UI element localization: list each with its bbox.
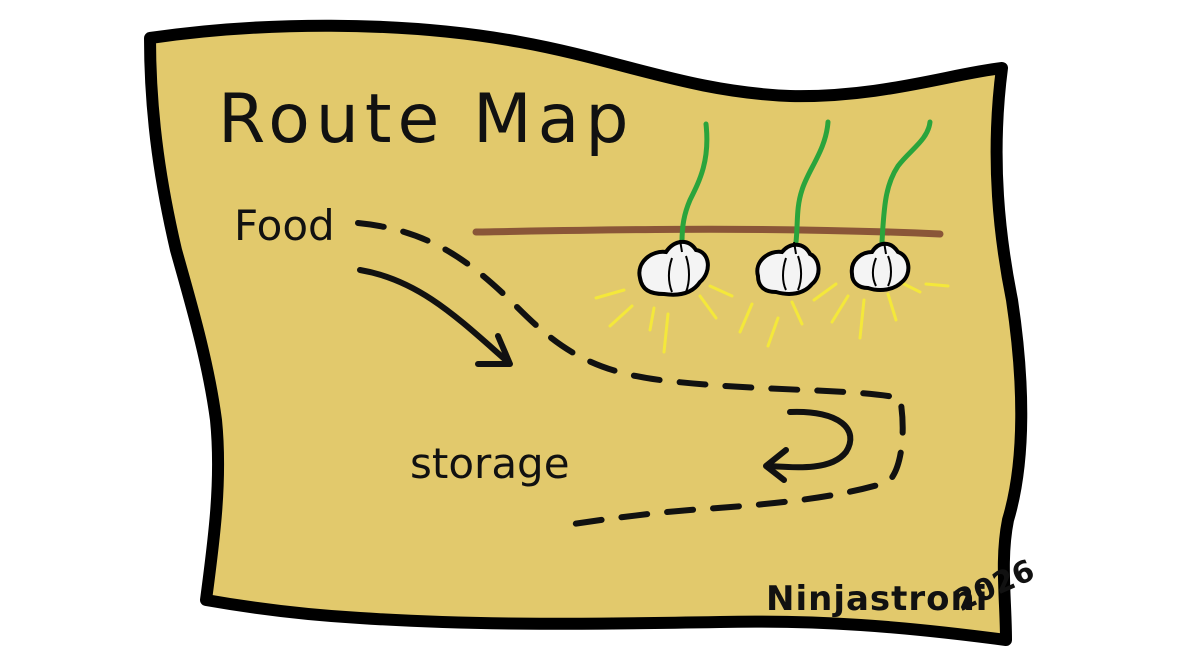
food-label: Food [234, 201, 335, 250]
plant-bulb-2 [755, 241, 821, 296]
glow-rays [594, 282, 950, 354]
dashed-route [355, 220, 906, 529]
map-title: Route Map [218, 80, 635, 159]
plant-stem-2 [793, 119, 831, 245]
plant-stem-3 [879, 119, 933, 245]
plant-bulb-3 [849, 241, 911, 292]
plants [594, 119, 950, 354]
route-arrow-2-head [763, 447, 789, 483]
plant-bulb-1 [637, 239, 710, 297]
storage-label: storage [410, 439, 570, 488]
map-paper [144, 19, 1028, 646]
route-arrow-2 [767, 408, 854, 471]
route-arrow-1 [357, 267, 511, 365]
plant-stem-1 [679, 121, 710, 245]
soil-line [472, 225, 944, 238]
route-arrow-1-head [475, 333, 513, 367]
signature: Ninjastroni [766, 579, 988, 619]
